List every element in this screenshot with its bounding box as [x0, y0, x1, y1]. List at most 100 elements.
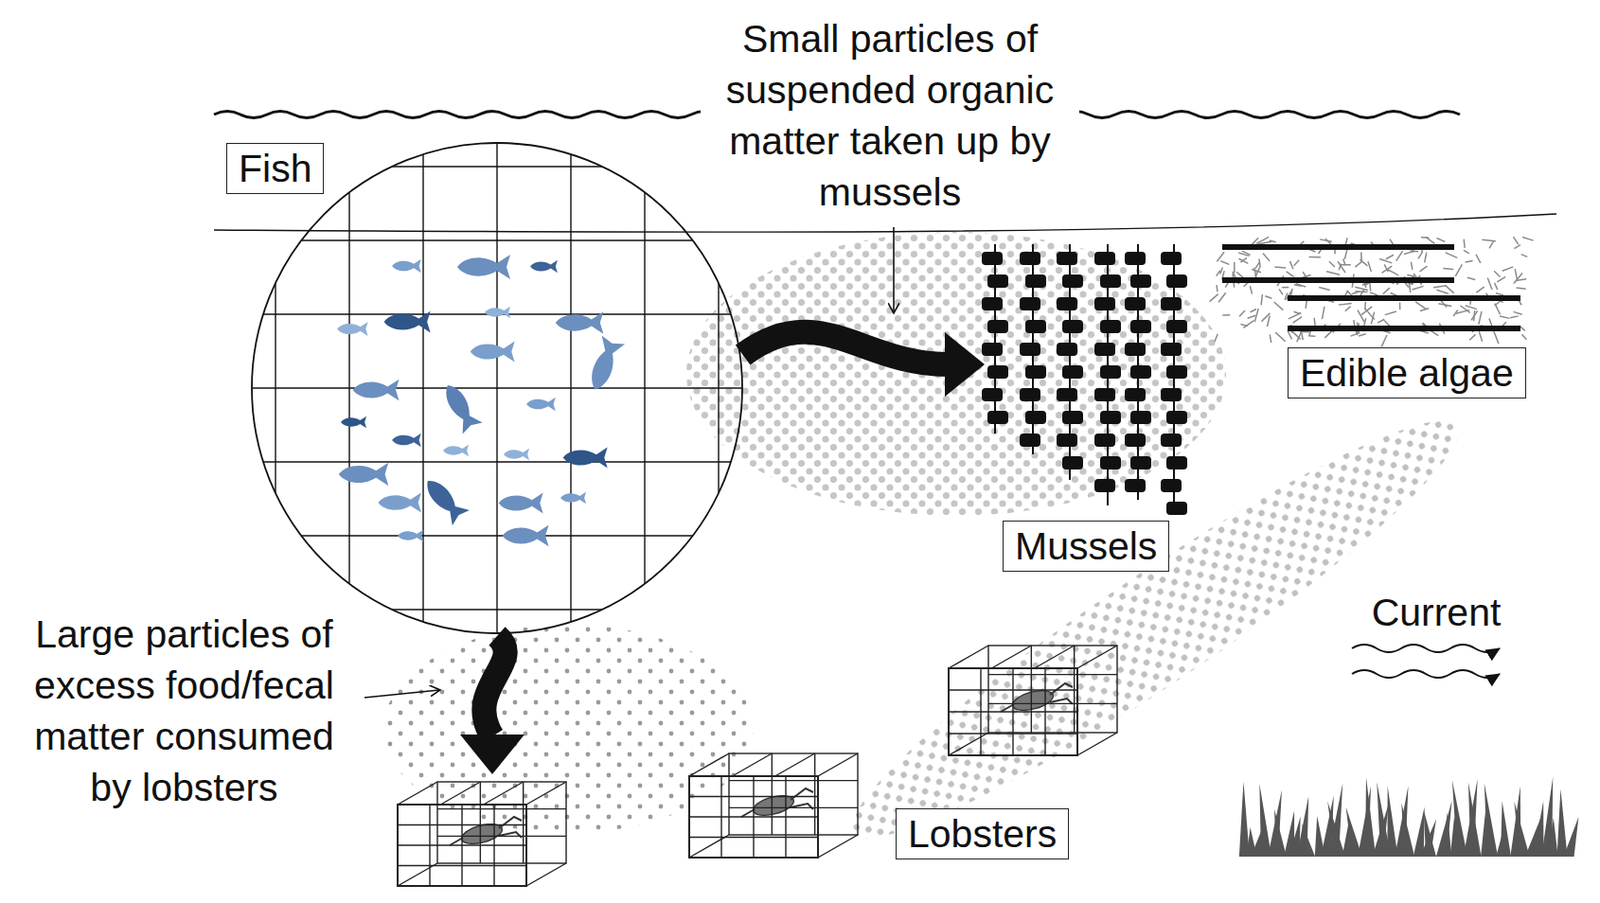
- algae-frond: [1301, 332, 1304, 340]
- algae-frond: [1379, 258, 1392, 263]
- algae-farm: Edible algae: [1221, 236, 1553, 408]
- algae-frond: [1445, 285, 1455, 294]
- mussel: [1130, 365, 1152, 379]
- algae-frond: [1433, 285, 1447, 288]
- algae-frond: [1424, 252, 1427, 264]
- algae-frond: [1516, 287, 1527, 289]
- leader-line: [892, 227, 895, 313]
- algae-frond: [1287, 330, 1292, 339]
- lobster-cage: [397, 782, 567, 887]
- algae-frond: [1338, 263, 1341, 270]
- algae-frond: [1494, 283, 1498, 290]
- cage-wire: [988, 703, 1118, 705]
- lobster-cage: [948, 645, 1118, 756]
- algae-frond: [1274, 266, 1286, 268]
- mussel: [1062, 456, 1084, 470]
- arrow-shaft: [483, 636, 505, 737]
- cage-wire: [689, 816, 818, 818]
- net-mesh: [248, 608, 746, 610]
- mussel: [1056, 433, 1078, 447]
- mussel: [1130, 410, 1152, 425]
- cage-edge: [689, 753, 729, 777]
- leader-line: [364, 690, 440, 698]
- mussel: [1160, 388, 1182, 402]
- mussel: [1124, 433, 1146, 447]
- mussel: [1166, 501, 1188, 516]
- algae-frond: [1385, 311, 1397, 316]
- net-mesh: [248, 387, 746, 389]
- node-label: Mussels: [1002, 520, 1170, 572]
- cage-wire: [397, 865, 527, 867]
- mussel: [1100, 456, 1121, 470]
- fish-symbol: [384, 311, 431, 334]
- lobster-cages-area: Lobsters: [397, 774, 1118, 889]
- algae-frond: [1513, 311, 1523, 315]
- algae-frond: [1262, 253, 1270, 262]
- mussel-rope: [994, 244, 996, 434]
- cage-wire: [1034, 645, 1075, 669]
- cage-back: [988, 645, 1118, 733]
- algae-frond: [1365, 308, 1375, 320]
- grass-blade: [1386, 785, 1398, 857]
- lobster-claw: [449, 817, 522, 846]
- mussel: [1019, 342, 1041, 356]
- algae-frond: [1289, 261, 1294, 269]
- cage-wire: [689, 836, 818, 838]
- cage-wire: [775, 753, 816, 777]
- algae-frond: [1369, 292, 1378, 296]
- algae-frond: [1425, 236, 1436, 244]
- algae-frond: [1471, 310, 1478, 320]
- algae-frond: [1377, 319, 1385, 323]
- algae-frond: [1513, 245, 1520, 249]
- algae-frond: [1510, 316, 1519, 319]
- cage-wire: [948, 711, 1078, 712]
- algae-frond: [1415, 302, 1426, 310]
- algae-frond: [1243, 320, 1254, 329]
- cage-wire: [522, 782, 524, 864]
- mussel: [1166, 365, 1188, 379]
- algae-frond: [1249, 285, 1252, 295]
- algae-frond: [1381, 335, 1387, 347]
- large-particle-plume: [383, 624, 753, 834]
- mussel: [1124, 479, 1146, 493]
- mussel: [1094, 342, 1116, 356]
- cage-wire: [689, 796, 818, 798]
- algae-frond: [1478, 331, 1482, 342]
- mussel-farm: Mussels: [984, 241, 1193, 578]
- cage-edge: [526, 863, 567, 887]
- net-mesh: [643, 140, 645, 637]
- algae-line: [1222, 277, 1455, 284]
- grass-blade: [1365, 777, 1376, 857]
- algae-frond: [1216, 251, 1225, 262]
- algae-frond: [1345, 306, 1352, 312]
- algae-frond: [1294, 284, 1302, 287]
- grass-blade: [1557, 789, 1568, 857]
- algae-frond: [1489, 241, 1494, 249]
- grass-blade: [1436, 800, 1453, 857]
- fish-symbol: [560, 492, 587, 505]
- flow-arrow: [460, 636, 525, 775]
- grass-blade: [1327, 801, 1346, 857]
- fish-symbol: [437, 379, 482, 435]
- cage-wire: [728, 807, 858, 809]
- grass-blade: [1547, 817, 1559, 857]
- algae-frond: [1409, 249, 1419, 252]
- fish-symbol: [397, 530, 424, 543]
- algae-frond: [1478, 311, 1482, 325]
- mussel: [1166, 456, 1188, 470]
- annotation: Small particles of suspended organic mat…: [700, 13, 1080, 218]
- fish-pen: Fish: [248, 140, 746, 637]
- mussel: [1025, 365, 1047, 379]
- grass-blade: [1274, 809, 1287, 857]
- fish-symbol: [555, 311, 605, 334]
- current-arrow: [1351, 644, 1500, 653]
- algae-frond: [1445, 252, 1458, 259]
- grass-blade: [1413, 806, 1425, 857]
- cage-wire: [1073, 645, 1075, 733]
- cage-edge: [1077, 645, 1118, 669]
- mussel: [987, 410, 1009, 425]
- algae-frond: [1269, 334, 1272, 343]
- arrow-head: [944, 332, 985, 397]
- algae-frond: [1467, 277, 1476, 280]
- mussel: [1100, 410, 1121, 425]
